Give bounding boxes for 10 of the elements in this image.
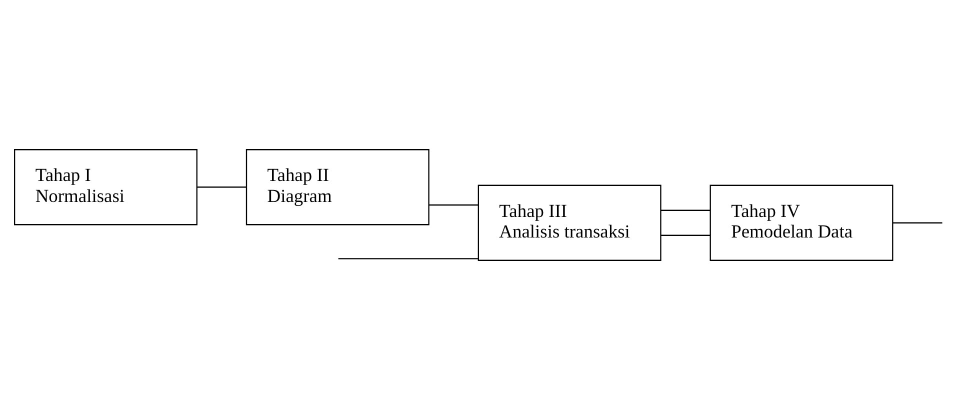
node-box: Tahap III Analisis transaksi [478,184,662,261]
connector [197,186,246,188]
node-box: Tahap II Diagram [246,149,430,226]
node-box: Tahap IV Pemodelan Data [710,184,894,261]
connector [660,210,710,211]
connector [428,204,478,206]
connector [893,222,942,224]
connector [338,258,478,260]
node-box: Tahap I Normalisasi [14,149,198,226]
connector [660,234,710,236]
